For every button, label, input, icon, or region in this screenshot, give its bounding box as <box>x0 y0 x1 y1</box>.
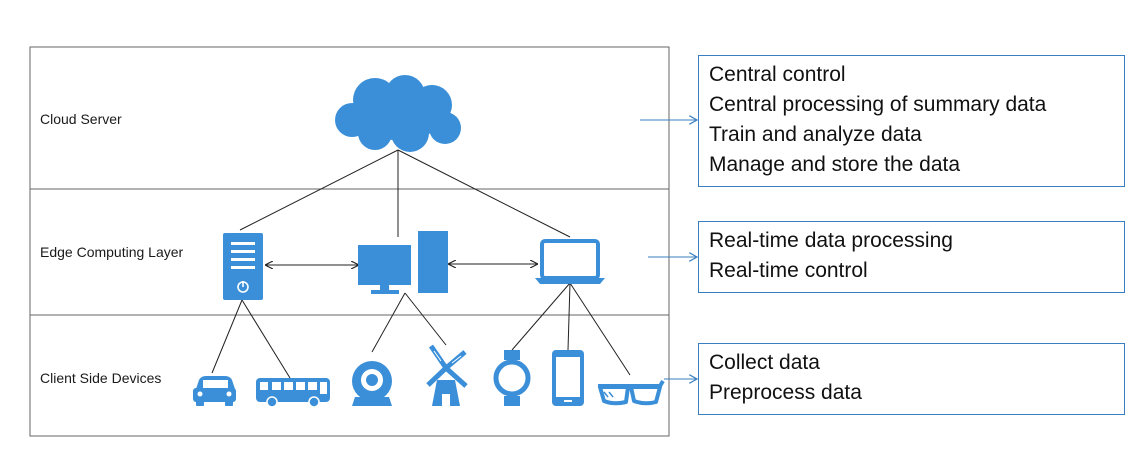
smartphone-icon <box>552 350 584 406</box>
description-line: Central processing of summary data <box>709 93 1047 116</box>
layer-label-edge: Edge Computing Layer <box>40 244 184 260</box>
smartwatch-icon <box>493 350 531 406</box>
cloud-description-box: Central control Central processing of su… <box>698 55 1125 187</box>
description-line: Preprocess data <box>709 381 862 404</box>
windmill-icon <box>426 344 468 406</box>
description-line: Collect data <box>709 351 820 374</box>
layer-label-cloud: Cloud Server <box>40 111 122 127</box>
smart-glasses-icon <box>598 379 665 406</box>
layer-label-client: Client Side Devices <box>40 370 161 386</box>
connector-lines <box>211 149 631 379</box>
car-icon <box>193 376 236 406</box>
description-line: Train and analyze data <box>709 123 922 146</box>
webcam-icon <box>352 361 392 406</box>
bus-icon <box>256 378 330 408</box>
client-description-box: Collect data Preprocess data <box>698 343 1125 415</box>
desktop-computer-icon <box>358 231 448 294</box>
description-line: Manage and store the data <box>709 153 961 176</box>
server-tower-icon <box>223 233 263 300</box>
description-line: Real-time control <box>709 259 868 282</box>
description-line: Real-time data processing <box>709 229 953 252</box>
laptop-icon <box>535 239 605 284</box>
edge-description-box: Real-time data processing Real-time cont… <box>698 221 1125 293</box>
cloud-icon <box>335 75 461 152</box>
description-line: Central control <box>709 63 846 86</box>
